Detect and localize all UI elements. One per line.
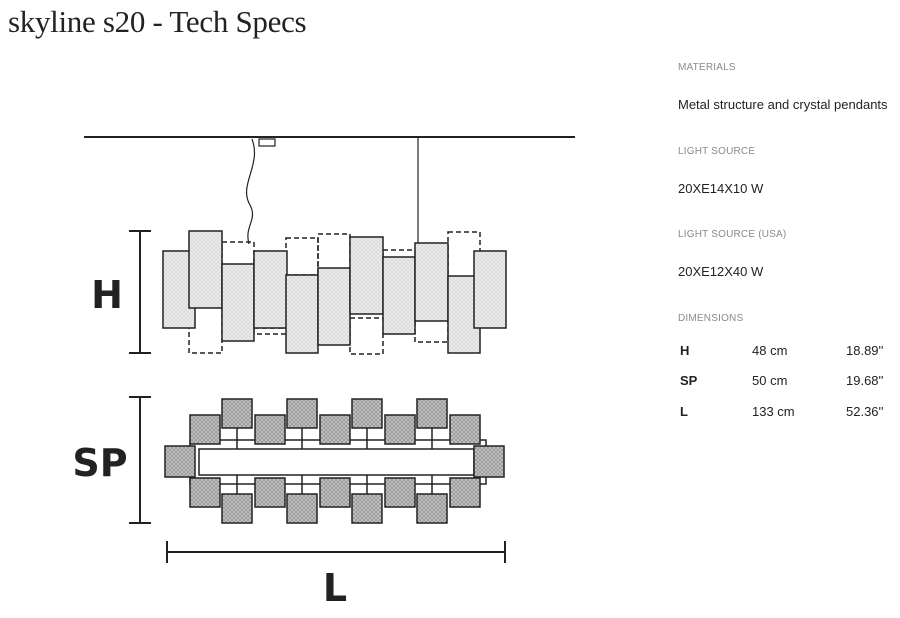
length-label: L bbox=[323, 566, 347, 610]
pendant-rear bbox=[317, 233, 351, 271]
pendant-front bbox=[349, 236, 384, 315]
pendant-rear bbox=[253, 327, 288, 335]
pendant-front bbox=[382, 256, 416, 335]
pendant-rear bbox=[414, 319, 449, 343]
spread-label: SP bbox=[72, 441, 127, 485]
top-view: SP L bbox=[72, 396, 506, 610]
pendant-front bbox=[221, 263, 255, 342]
dimension-inches: 52.36'' bbox=[846, 404, 884, 419]
pendant-front bbox=[414, 242, 449, 322]
pendant-rear bbox=[349, 317, 384, 355]
pendant-top-view bbox=[351, 493, 383, 524]
dimension-name: SP bbox=[680, 373, 698, 388]
pendant-front bbox=[253, 250, 288, 329]
pendant-top-view bbox=[416, 493, 448, 524]
front-view: H bbox=[84, 136, 575, 355]
dimensions-label: DIMENSIONS bbox=[678, 313, 744, 324]
ceiling-canopy bbox=[258, 138, 276, 147]
pendant-top-view bbox=[319, 477, 351, 508]
pendant-top-view bbox=[384, 477, 416, 508]
height-label: H bbox=[91, 273, 123, 317]
pendant-top-view bbox=[189, 414, 221, 445]
pendant-top-view bbox=[384, 414, 416, 445]
pendant-top-view bbox=[286, 493, 318, 524]
dimension-row: H 48 cm 18.89'' bbox=[678, 343, 900, 361]
light-source-value: 20XE14X10 W bbox=[678, 181, 764, 196]
pendant-top-view bbox=[449, 414, 481, 445]
pendant-top-view bbox=[319, 414, 351, 445]
dimension-row: L 133 cm 52.36'' bbox=[678, 404, 900, 422]
pendant-front bbox=[317, 267, 351, 346]
inner-bar bbox=[198, 448, 475, 476]
pendant-front bbox=[285, 274, 319, 354]
pendant-top-view bbox=[449, 477, 481, 508]
pendant-top-view bbox=[164, 445, 196, 478]
pendant-top-view bbox=[473, 445, 505, 478]
dimension-name: L bbox=[680, 404, 688, 419]
dimension-row: SP 50 cm 19.68'' bbox=[678, 373, 900, 391]
pendant-front bbox=[473, 250, 507, 329]
pendant-front bbox=[188, 230, 223, 309]
light-source-label: LIGHT SOURCE bbox=[678, 146, 756, 157]
pendant-top-view bbox=[351, 398, 383, 429]
pendant-top-view bbox=[221, 493, 253, 524]
pendant-rear bbox=[221, 241, 255, 267]
pendant-top-view bbox=[254, 414, 286, 445]
pendant-top-view bbox=[416, 398, 448, 429]
pendant-top-view bbox=[189, 477, 221, 508]
pendant-top-view bbox=[286, 398, 318, 429]
page-title: skyline s20 - Tech Specs bbox=[8, 4, 307, 39]
light-source-usa-value: 20XE12X40 W bbox=[678, 264, 764, 279]
pendant-top-view bbox=[254, 477, 286, 508]
materials-label: MATERIALS bbox=[678, 62, 736, 73]
pendant-rear bbox=[285, 237, 319, 276]
pendant-top-view bbox=[221, 398, 253, 429]
technical-drawing: H bbox=[72, 136, 575, 610]
dimension-inches: 18.89'' bbox=[846, 343, 884, 358]
dimension-cm: 133 cm bbox=[752, 404, 795, 419]
materials-value: Metal structure and crystal pendants bbox=[678, 97, 888, 112]
suspension-cable-left bbox=[245, 138, 256, 245]
light-source-usa-label: LIGHT SOURCE (USA) bbox=[678, 229, 787, 240]
dimension-cm: 50 cm bbox=[752, 373, 788, 388]
dimension-inches: 19.68'' bbox=[846, 373, 884, 388]
dimension-cm: 48 cm bbox=[752, 343, 788, 358]
dimension-name: H bbox=[680, 343, 690, 358]
